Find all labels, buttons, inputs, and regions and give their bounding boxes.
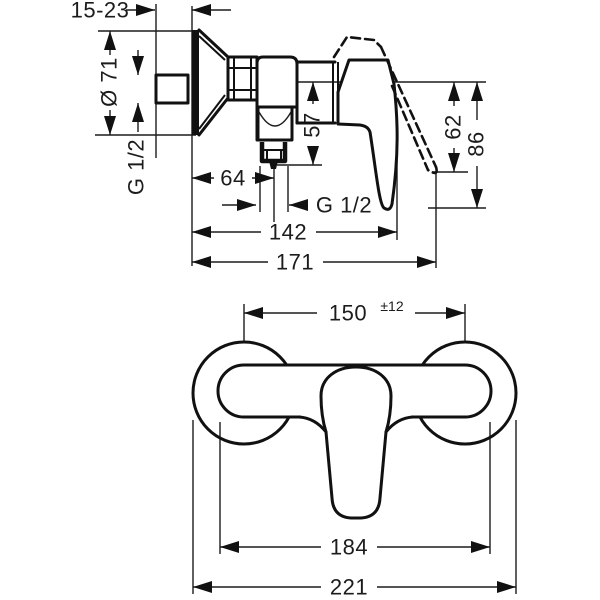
front-handle-right-fillet bbox=[384, 415, 415, 434]
dim-lever-open: 62 bbox=[441, 82, 466, 172]
escutcheon-cone bbox=[192, 28, 230, 137]
dim-outlet-thread-label: G 1/2 bbox=[316, 193, 372, 218]
dim-supply-thread-label: G 1/2 bbox=[124, 139, 149, 195]
hex-nut bbox=[226, 55, 259, 102]
dim-outlet-offset: 64 bbox=[192, 166, 274, 191]
dim-escutcheon-diameter-label: Ø 71 bbox=[97, 57, 122, 107]
supply-pipe bbox=[154, 73, 190, 105]
dim-outlet-drop-label: 57 bbox=[300, 112, 325, 137]
dim-body-width-label: 184 bbox=[330, 535, 368, 560]
dim-lever-closed-label: 86 bbox=[464, 131, 489, 156]
dim-center-tolerance-label: ±12 bbox=[380, 298, 403, 314]
front-handle bbox=[319, 365, 393, 520]
dim-wall-depth-label: 15-23 bbox=[71, 0, 130, 23]
dim-outlet-offset-label: 64 bbox=[220, 166, 245, 191]
handle-side bbox=[336, 58, 399, 211]
dim-depth-total-label: 171 bbox=[276, 250, 314, 275]
handle-raised-dashed bbox=[332, 35, 438, 175]
dim-center-distance-label: 150 bbox=[329, 301, 367, 326]
valve-body bbox=[255, 55, 299, 169]
strainer bbox=[256, 105, 294, 142]
dim-outlet-thread: G 1/2 bbox=[222, 193, 372, 218]
dim-body-width: 184 bbox=[220, 535, 490, 560]
front-body bbox=[216, 363, 493, 419]
dim-wall-depth: 15-23 bbox=[71, 0, 231, 23]
front-view: 150 ±12 184 221 bbox=[191, 298, 518, 600]
dim-center-distance: 150 ±12 bbox=[244, 298, 465, 326]
dim-escutcheon-diameter: Ø 71 bbox=[97, 31, 122, 135]
dim-depth-to-handle: 142 bbox=[192, 220, 397, 245]
dim-outlet-drop: 57 bbox=[300, 82, 325, 165]
outlet-tip bbox=[269, 161, 278, 169]
side-view: 15-23 Ø 71 G 1/2 57 62 bbox=[71, 0, 489, 275]
dim-overall-width: 221 bbox=[193, 575, 516, 600]
front-handle-left-fillet bbox=[297, 415, 328, 434]
dim-depth-to-handle-label: 142 bbox=[269, 220, 307, 245]
dim-supply-thread: G 1/2 bbox=[124, 50, 149, 195]
dim-overall-width-label: 221 bbox=[330, 575, 368, 600]
dim-lever-closed: 86 bbox=[464, 82, 489, 208]
dim-depth-total: 171 bbox=[192, 250, 436, 275]
dim-lever-open-label: 62 bbox=[441, 114, 466, 139]
